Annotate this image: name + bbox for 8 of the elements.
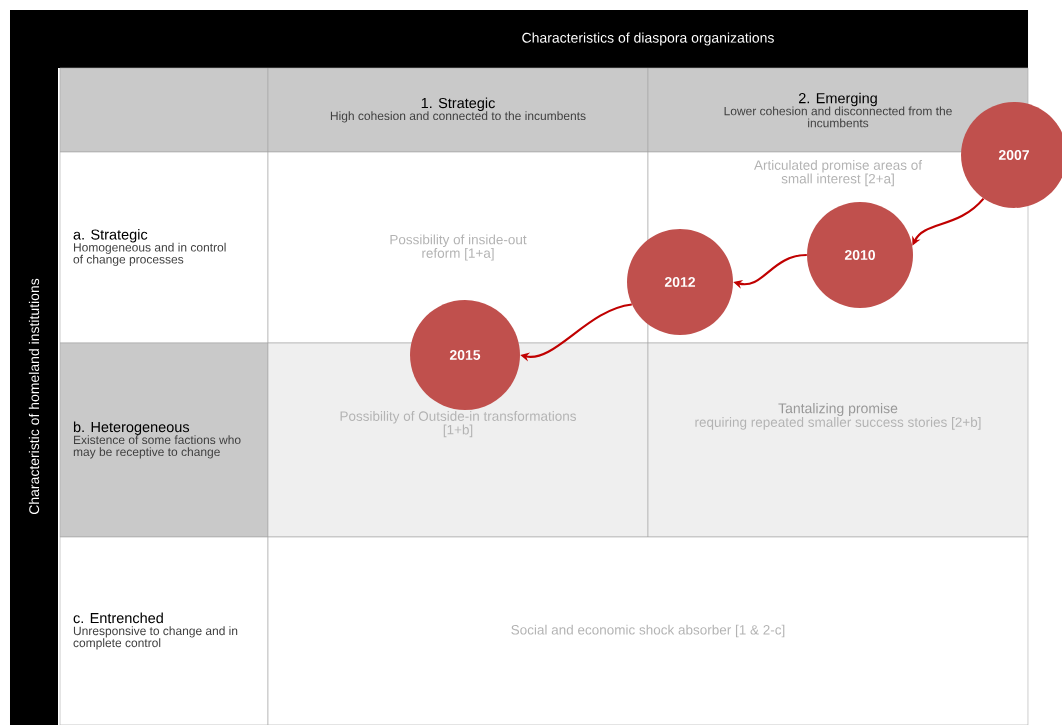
row-header: a. Strategic Homogeneous and in control of change processes <box>59 151 269 344</box>
table-cell: Tantalizing promise requiring repeated smaller success stories [2+b] <box>647 342 1029 538</box>
header-band: Characteristic of homeland institutions <box>10 68 58 725</box>
row-header: b. Heterogeneous Existence of some factions who may be receptive to change <box>59 342 269 538</box>
table-cell: Possibility of inside-out reform [1+a] <box>267 151 649 344</box>
row-header: c. Entrenched Unresponsive to change and in complete control <box>59 536 269 725</box>
column-header: 1. Strategic High cohesion and connected to the incumbents <box>267 67 649 153</box>
header-band: Characteristics of diaspora organizations <box>10 10 1028 68</box>
